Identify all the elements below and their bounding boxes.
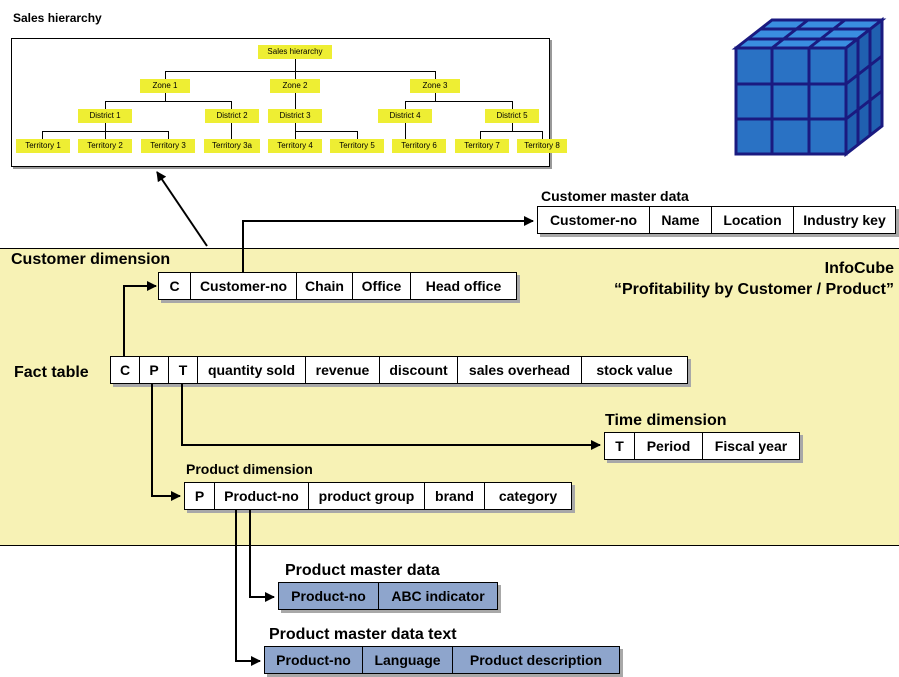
customer-master-table: Customer-no Name Location Industry key bbox=[537, 206, 896, 234]
table-cell: Product-no bbox=[279, 583, 379, 609]
district-node: District 2 bbox=[205, 109, 259, 123]
zone-node: Zone 3 bbox=[410, 79, 460, 93]
territory-node: Territory 3a bbox=[204, 139, 260, 153]
table-cell: Office bbox=[353, 273, 411, 299]
territory-node: Territory 1 bbox=[16, 139, 70, 153]
table-cell: Fiscal year bbox=[714, 438, 788, 454]
product-master-title: Product master data bbox=[285, 562, 440, 579]
table-cell: Period bbox=[635, 433, 703, 459]
table-cell: quantity sold bbox=[198, 357, 306, 383]
table-cell: stock value bbox=[596, 362, 673, 378]
table-cell: Head office bbox=[425, 278, 502, 294]
table-cell: category bbox=[498, 488, 558, 504]
table-cell: Industry key bbox=[803, 212, 886, 228]
table-cell: C bbox=[111, 357, 140, 383]
zone-node: Zone 2 bbox=[270, 79, 320, 93]
product-master-table: Product-no ABC indicator bbox=[278, 582, 498, 610]
district-node: District 3 bbox=[268, 109, 322, 123]
table-cell: ABC indicator bbox=[391, 588, 485, 604]
table-cell: Language bbox=[363, 647, 453, 673]
infocube-subtitle: “Profitability by Customer / Product” bbox=[613, 281, 894, 298]
hierarchy-title: Sales hierarchy bbox=[13, 11, 102, 25]
cube-icon bbox=[731, 16, 887, 158]
table-cell: product group bbox=[309, 483, 425, 509]
table-cell: sales overhead bbox=[458, 357, 582, 383]
table-cell: revenue bbox=[306, 357, 380, 383]
territory-node: Territory 7 bbox=[455, 139, 509, 153]
territory-node: Territory 5 bbox=[330, 139, 384, 153]
territory-node: Territory 6 bbox=[392, 139, 446, 153]
product-master-text-table: Product-no Language Product description bbox=[264, 646, 620, 674]
table-cell: Name bbox=[650, 207, 712, 233]
hierarchy-frame: Sales hierarchy Zone 1 Zone 2 Zone 3 Dis… bbox=[11, 38, 567, 167]
time-dimension-table: T Period Fiscal year bbox=[604, 432, 800, 460]
territory-node: Territory 8 bbox=[517, 139, 567, 153]
table-cell: Customer-no bbox=[191, 273, 297, 299]
product-master-text-title: Product master data text bbox=[269, 626, 457, 643]
district-node: District 1 bbox=[78, 109, 132, 123]
time-dimension-title: Time dimension bbox=[605, 412, 727, 429]
table-cell: Product-no bbox=[265, 647, 363, 673]
territory-node: Territory 2 bbox=[78, 139, 132, 153]
zone-node: Zone 1 bbox=[140, 79, 190, 93]
product-dimension-title: Product dimension bbox=[186, 461, 313, 477]
fact-table: C P T quantity sold revenue discount sal… bbox=[110, 356, 688, 384]
table-cell: P bbox=[140, 357, 169, 383]
customer-dimension-title: Customer dimension bbox=[11, 251, 171, 268]
table-cell: brand bbox=[425, 483, 485, 509]
table-cell: Chain bbox=[297, 273, 353, 299]
table-cell: Product description bbox=[469, 652, 603, 668]
table-cell: T bbox=[605, 433, 635, 459]
infocube-title: InfoCube bbox=[824, 260, 894, 277]
product-dimension-table: P Product-no product group brand categor… bbox=[184, 482, 572, 510]
territory-node: Territory 3 bbox=[141, 139, 195, 153]
customer-dimension-table: C Customer-no Chain Office Head office bbox=[158, 272, 517, 300]
table-cell: P bbox=[185, 483, 215, 509]
table-cell: Customer-no bbox=[538, 207, 650, 233]
table-cell: Product-no bbox=[215, 483, 309, 509]
territory-node: Territory 4 bbox=[268, 139, 322, 153]
table-cell: discount bbox=[380, 357, 458, 383]
hierarchy-root: Sales hierarchy bbox=[258, 45, 332, 59]
district-node: District 5 bbox=[485, 109, 539, 123]
customer-master-title: Customer master data bbox=[541, 188, 689, 204]
fact-table-title: Fact table bbox=[14, 364, 89, 381]
table-cell: T bbox=[169, 357, 198, 383]
district-node: District 4 bbox=[378, 109, 432, 123]
table-cell: Location bbox=[712, 207, 794, 233]
table-cell: C bbox=[159, 273, 191, 299]
